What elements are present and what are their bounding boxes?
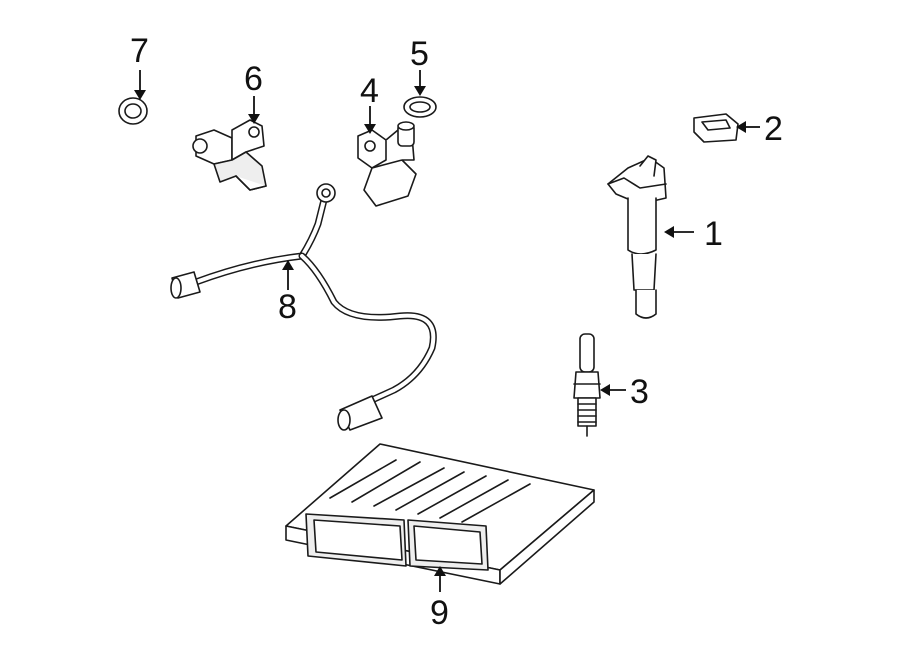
part-2-clip: [693, 113, 739, 143]
callout-arrows: [134, 70, 760, 592]
callout-5: 5: [410, 35, 429, 73]
part-7-o-ring: [118, 97, 148, 125]
part-6-position-sensor: [192, 119, 267, 191]
part-8-harness: [170, 183, 437, 431]
part-1-ignition-coil: [607, 155, 667, 319]
callout-1: 1: [704, 215, 723, 253]
callout-3: 3: [630, 373, 649, 411]
callout-9: 9: [430, 594, 449, 632]
part-9-control-module: [285, 443, 595, 585]
callout-8: 8: [278, 288, 297, 326]
callout-6: 6: [244, 60, 263, 98]
callout-2: 2: [764, 110, 783, 148]
callout-7: 7: [130, 32, 149, 70]
callout-4: 4: [360, 72, 379, 110]
part-3-spark-plug: [573, 333, 601, 437]
part-4-position-sensor: [357, 121, 417, 207]
part-5-seal: [403, 96, 437, 118]
